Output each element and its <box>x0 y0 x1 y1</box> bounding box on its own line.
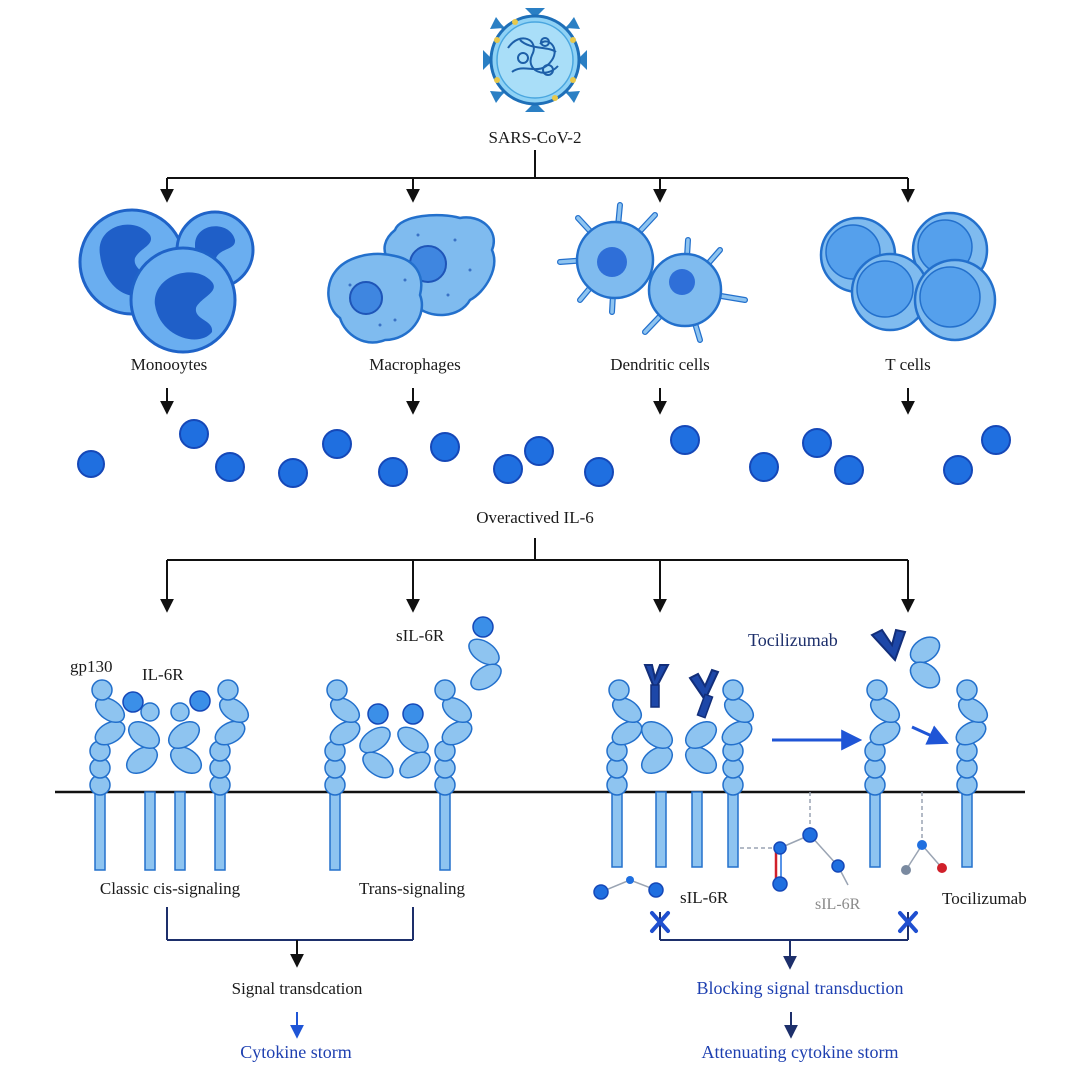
left-merge-bracket <box>166 907 414 968</box>
sars-cov-2-virus-icon <box>483 8 587 112</box>
sil6r-label-left: sIL-6R <box>396 626 445 645</box>
t-cells-icon <box>819 211 997 342</box>
right-merge-bracket <box>659 912 909 970</box>
block-cross-icon <box>650 911 670 933</box>
trans-signaling-receptors <box>324 616 502 871</box>
virus-to-cells-connector <box>160 150 915 203</box>
tocilizumab-label-bottom: Tocilizumab <box>942 889 1027 908</box>
block-cross-icon <box>898 911 918 933</box>
tocilizumab-label-top: Tocilizumab <box>748 630 838 650</box>
il6-molecules <box>77 419 1011 488</box>
dendritic-cells-icon <box>557 202 748 343</box>
cells-to-il6-arrows <box>160 388 915 415</box>
virus-label: SARS-CoV-2 <box>489 128 582 147</box>
macrophages-label: Macrophages <box>369 355 461 374</box>
sil6r-label-grey: sIL-6R <box>815 896 861 913</box>
cytokine-storm-label: Cytokine storm <box>240 1042 352 1062</box>
monocytes-icon <box>78 208 255 354</box>
dendritic-cells-label: Dendritic cells <box>610 355 710 374</box>
t-cells-label: T cells <box>885 355 930 374</box>
il6r-label: IL-6R <box>142 665 184 684</box>
classic-signaling-receptors <box>89 679 250 871</box>
blocked-receptors <box>606 628 989 868</box>
trans-signaling-label: Trans-signaling <box>359 879 466 898</box>
blocking-transduction-label: Blocking signal transduction <box>697 978 904 998</box>
monocytes-label: Monooytes <box>131 355 208 374</box>
attenuating-storm-label: Attenuating cytokine storm <box>702 1042 899 1062</box>
macrophages-icon <box>327 213 496 344</box>
il6-label: Overactived IL-6 <box>476 508 594 527</box>
intracellular-molecules <box>593 792 947 900</box>
il6-to-pathways-connector <box>160 538 915 613</box>
sil6r-label-right: sIL-6R <box>680 888 729 907</box>
signal-transduction-label: Signal transdcation <box>232 979 363 998</box>
classic-signaling-label: Classic cis-signaling <box>100 879 241 898</box>
gp130-label: gp130 <box>70 657 113 676</box>
